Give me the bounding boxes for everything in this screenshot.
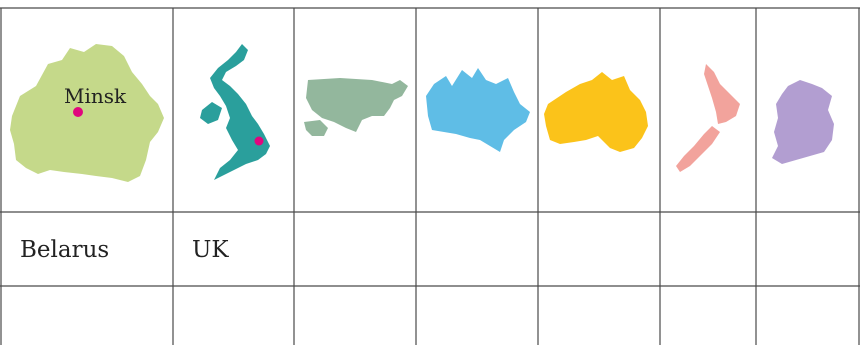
table-row-1: Belarus UK [20,237,229,263]
belarus-map-shape [10,44,164,182]
map-ireland [772,80,834,164]
cell-r1-c1: Belarus [20,237,109,263]
map-belarus: Minsk [10,44,164,182]
map-new-zealand [676,64,740,172]
uk-great-britain-shape [210,44,270,180]
map-usa [304,78,408,136]
usa-map-shape [306,78,408,132]
alaska-shape [304,120,328,136]
map-australia [544,72,648,152]
map-uk [200,44,270,180]
australia-map-shape [544,72,648,152]
minsk-marker [73,107,83,117]
uk-northern-ireland-shape [200,102,222,124]
nz-north-island-shape [704,64,740,124]
nz-south-island-shape [676,126,720,172]
minsk-label: Minsk [64,84,127,108]
map-canada [426,68,530,152]
london-marker [254,136,264,146]
table-grid-lines [0,7,860,345]
ireland-map-shape [772,80,834,164]
canada-map-shape [426,68,530,152]
cell-r1-c2: UK [192,237,229,263]
